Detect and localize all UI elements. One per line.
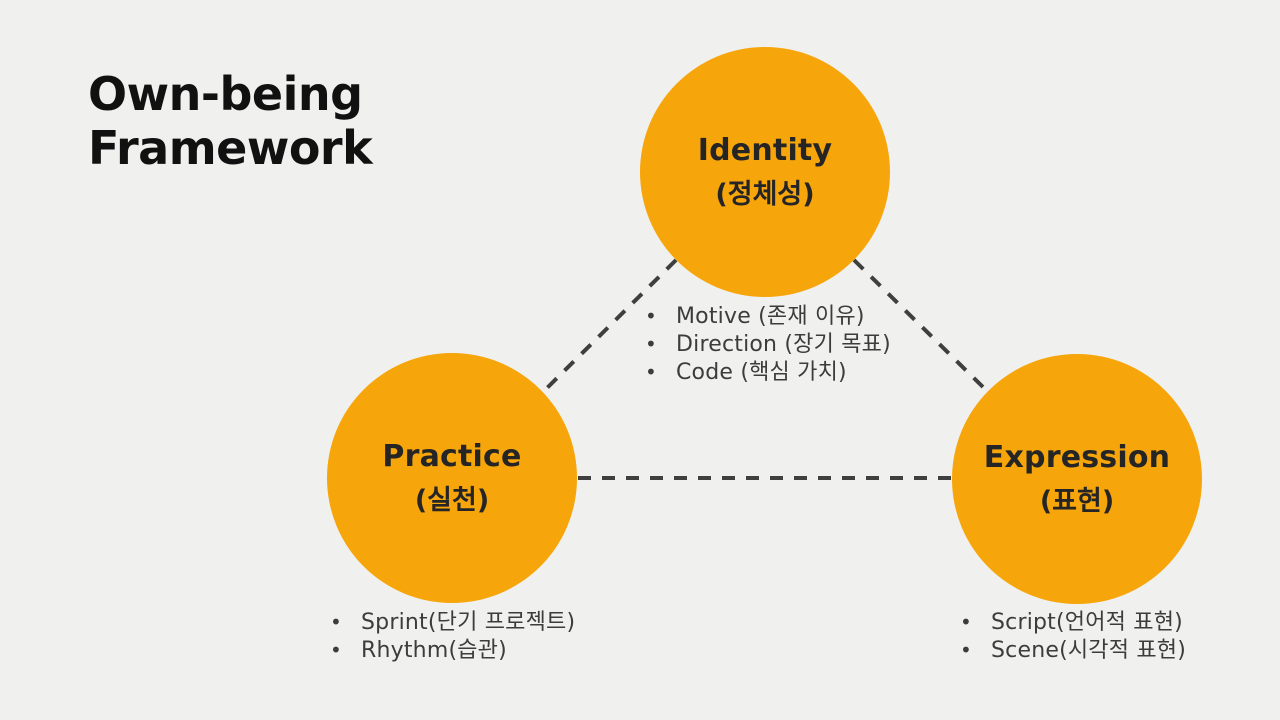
connector-identity-practice <box>544 258 678 391</box>
node-expression: Expression (표현) <box>952 354 1202 604</box>
node-practice-label: Practice <box>382 439 522 474</box>
node-identity-sublabel: (정체성) <box>715 179 815 210</box>
list-item: Motive (존재 이유) <box>638 302 958 331</box>
connector-identity-expression <box>852 258 988 392</box>
node-identity: Identity (정체성) <box>640 47 890 297</box>
node-expression-sublabel: (표현) <box>1039 486 1115 517</box>
node-expression-label: Expression <box>983 440 1171 475</box>
list-item: Code (핵심 가치) <box>638 358 958 387</box>
list-item: Direction (장기 목표) <box>638 330 958 359</box>
list-item: Sprint(단기 프로젝트) <box>323 608 643 637</box>
page-title: Own-being Framework <box>88 67 373 175</box>
practice-bullet-list: Sprint(단기 프로젝트) Rhythm(습관) <box>323 608 643 665</box>
expression-bullet-list: Script(언어적 표현) Scene(시각적 표현) <box>953 608 1273 665</box>
identity-bullet-list: Motive (존재 이유) Direction (장기 목표) Code (핵… <box>638 302 958 387</box>
node-practice: Practice (실천) <box>327 353 577 603</box>
list-item: Rhythm(습관) <box>323 636 643 665</box>
list-item: Script(언어적 표현) <box>953 608 1273 637</box>
node-practice-sublabel: (실천) <box>414 485 490 516</box>
node-identity-label: Identity <box>697 133 833 168</box>
list-item: Scene(시각적 표현) <box>953 636 1273 665</box>
